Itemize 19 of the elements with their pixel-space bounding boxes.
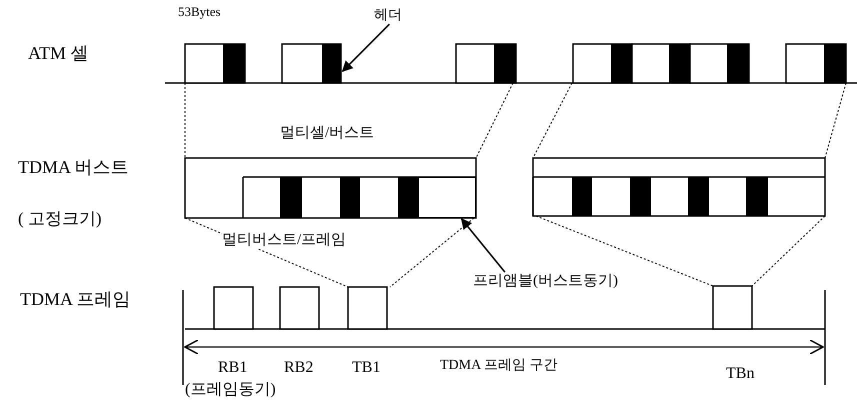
slot-label: RB1 [218,359,248,377]
header-block [322,44,341,83]
row-label: TDMA 버스트 [18,158,129,178]
slot-label: TB1 [352,359,380,377]
span-label: TDMA 프레임 구간 [440,358,558,374]
group-label: 멀티버스트/프레임 [222,232,346,248]
leader-arrow [460,218,506,273]
preamble-segment [418,177,476,218]
leader-arrow [342,24,390,72]
row-label: TDMA 프레임 [20,290,131,310]
header-label: 헤더 [374,8,402,24]
preamble-label: 프리앰블(버스트동기) [473,273,618,290]
row-note: ( 고정크기) [18,210,102,229]
group-label: 멀티셀/버스트 [280,125,374,142]
slot-label: RB2 [284,359,314,377]
row-label: ATM 셀 [28,44,89,64]
slot-label: TBn [726,365,754,383]
size-label: 53Bytes [178,5,221,20]
slot-note: (프레임동기) [185,381,276,399]
